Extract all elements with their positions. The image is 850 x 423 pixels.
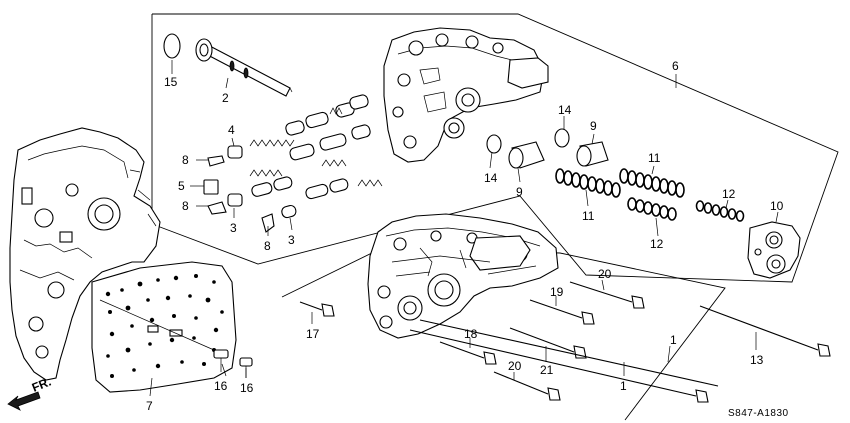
filter-pin-16-left <box>213 349 229 372</box>
callout-20-lower: 20 <box>508 359 522 373</box>
callout-16-left: 16 <box>214 379 228 393</box>
accumulator-piston-right <box>576 141 609 167</box>
bolts <box>299 281 831 403</box>
separator-plate <box>91 261 237 393</box>
callout-9-lower: 9 <box>516 185 523 199</box>
callout-17: 17 <box>306 327 320 341</box>
callout-19: 19 <box>550 285 564 299</box>
callout-11-upper: 11 <box>648 151 661 165</box>
diagram-code: S847-A1830 <box>728 408 789 419</box>
callout-21: 21 <box>540 363 554 377</box>
callout-20-upper: 20 <box>598 267 612 281</box>
callout-15: 15 <box>164 75 178 89</box>
accumulator-piston-left <box>508 141 545 169</box>
callout-7: 7 <box>146 399 153 413</box>
callout-14-lower: 14 <box>484 171 498 185</box>
o-ring-14-lower <box>486 134 502 154</box>
shaft-assembly <box>195 38 293 97</box>
callout-3-right: 3 <box>288 233 295 247</box>
callout-8-lower: 8 <box>264 239 271 253</box>
spacer-plate-5 <box>203 179 219 195</box>
callout-9-upper: 9 <box>590 119 597 133</box>
o-ring-14-upper <box>554 128 570 148</box>
callout-6: 6 <box>672 59 679 73</box>
callout-4: 4 <box>228 123 235 137</box>
lower-valve-body <box>367 213 559 339</box>
valve-spools <box>227 94 371 219</box>
callout-14-upper: 14 <box>558 103 572 117</box>
callout-12-lower: 12 <box>650 237 664 251</box>
callout-12-right: 12 <box>722 187 736 201</box>
valve-springs <box>249 107 383 187</box>
callout-13: 13 <box>750 353 764 367</box>
kit-outline-frame <box>151 13 839 283</box>
accumulator-springs <box>555 168 745 222</box>
callout-5: 5 <box>178 179 185 193</box>
transmission-case-housing <box>9 127 161 381</box>
retaining-clip-upper <box>207 155 225 167</box>
callout-8-middle: 8 <box>182 199 189 213</box>
callout-2: 2 <box>222 91 229 105</box>
lock-up-valve-body <box>747 221 801 279</box>
upper-valve-body <box>383 27 549 163</box>
callout-3-left: 3 <box>230 221 237 235</box>
front-direction-label: FR. <box>30 375 53 395</box>
callout-18: 18 <box>464 327 478 341</box>
leader-lines <box>149 60 779 397</box>
retaining-clip-middle <box>207 201 227 215</box>
callout-1-upper: 1 <box>670 333 677 347</box>
callout-8-upper: 8 <box>182 153 189 167</box>
o-ring-15 <box>163 33 181 59</box>
front-direction-arrow <box>7 391 41 411</box>
retaining-clip-lower <box>261 213 275 233</box>
callout-1-lower: 1 <box>620 379 627 393</box>
callout-11-lower: 11 <box>582 209 595 223</box>
callout-16-right: 16 <box>240 381 254 395</box>
callout-10: 10 <box>770 199 784 213</box>
